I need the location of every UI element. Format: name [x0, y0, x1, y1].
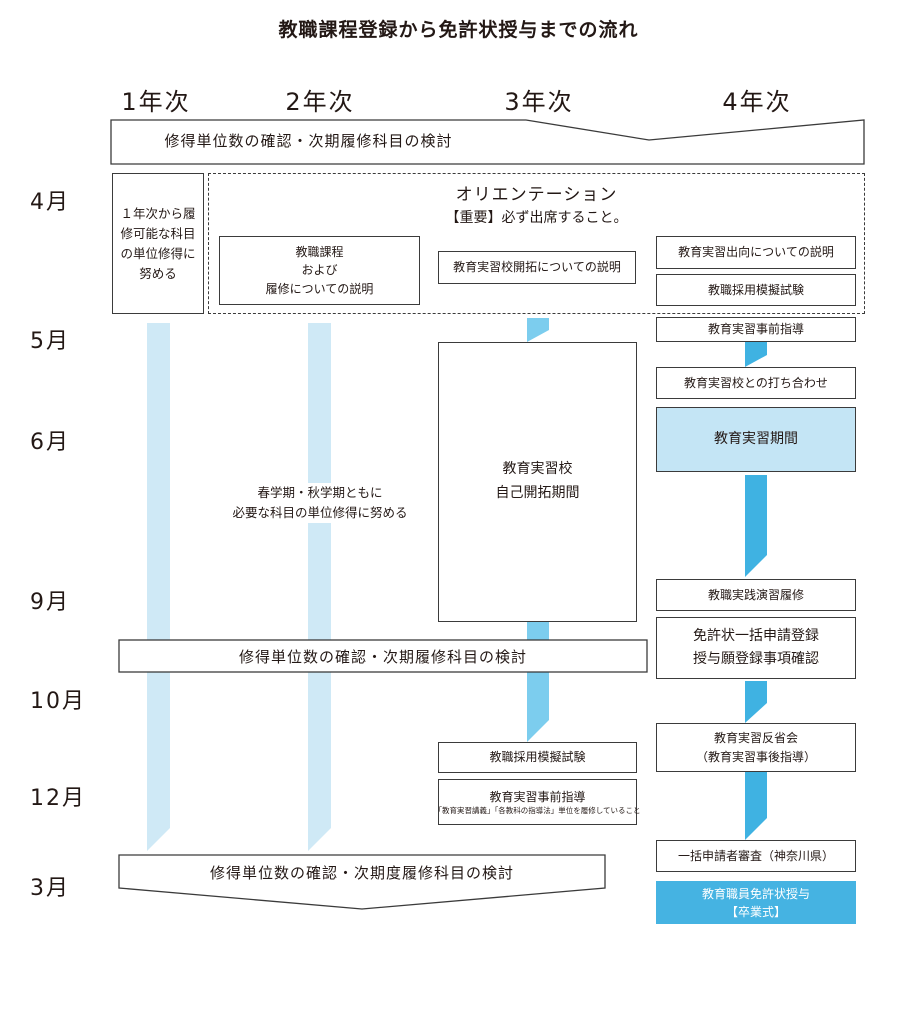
year4-arrow-3 [745, 681, 767, 723]
month-label-may: 5月 [30, 329, 70, 354]
year4-screening-box: 一括申請者審査（神奈川県） [656, 840, 856, 872]
band-bottom-shape [118, 854, 606, 910]
year-header-1: 1年次 [121, 88, 191, 116]
month-label-dec: 12月 [30, 786, 86, 811]
year4-practice-seminar-box: 教職実践演習履修 [656, 579, 856, 611]
year4-license-award-box: 教育職員免許状授与 【卒業式】 [656, 881, 856, 924]
year4-arrow-4 [745, 772, 767, 840]
year2-course-guidance-box: 教職課程 および 履修についての説明 [219, 236, 420, 305]
year4-arrow-1 [745, 342, 767, 367]
orientation-heading: オリエンテーション [455, 185, 618, 205]
year2-arrow [308, 323, 331, 851]
month-label-apr: 4月 [30, 190, 70, 215]
year4-training-period-box: 教育実習期間 [656, 407, 856, 472]
year2-credit-note: 春学期・秋学期ともに 必要な科目の単位修得に努める [205, 483, 435, 523]
year4-dispatch-guidance-box: 教育実習出向についての説明 [656, 236, 856, 269]
band-top-shape [110, 119, 865, 165]
orientation-note: 【重要】必ず出席すること。 [445, 210, 628, 226]
year4-mock-exam-box: 教職採用模擬試験 [656, 274, 856, 306]
year4-pre-training-box: 教育実習事前指導 [656, 317, 856, 342]
year3-arrow-1 [527, 318, 549, 342]
year3-self-search-period-box: 教育実習校 自己開拓期間 [438, 342, 637, 622]
year4-reflection-box: 教育実習反省会 （教育実習事後指導） [656, 723, 856, 772]
page-title: 教職課程登録から免許状授与までの流れ [278, 19, 639, 41]
orientation-frame [208, 173, 865, 314]
month-label-jun: 6月 [30, 430, 70, 455]
year3-pre-training-note: 「教育実習講義」「各教科の指導法」単位を履修していること [434, 806, 641, 816]
band-bottom-text: 修得単位数の確認・次期度履修科目の検討 [209, 864, 514, 882]
year4-arrow-2 [745, 475, 767, 577]
band-middle-shape [118, 639, 648, 673]
year3-school-search-guidance-box: 教育実習校開拓についての説明 [438, 251, 636, 284]
year3-pre-training-box: 教育実習事前指導 「教育実習講義」「各教科の指導法」単位を履修していること [434, 779, 641, 825]
year-header-4: 4年次 [722, 88, 792, 116]
month-label-mar: 3月 [30, 876, 70, 901]
month-label-sep: 9月 [30, 590, 70, 615]
year4-license-application-box: 免許状一括申請登録 授与願登録事項確認 [656, 617, 856, 679]
month-label-oct: 10月 [30, 689, 86, 714]
band-top-text: 修得単位数の確認・次期履修科目の検討 [164, 132, 453, 150]
year4-school-meeting-box: 教育実習校との打ち合わせ [656, 367, 856, 399]
year-header-3: 3年次 [504, 88, 574, 116]
year1-arrow [147, 323, 170, 851]
year-header-2: 2年次 [285, 88, 355, 116]
band-middle-text: 修得単位数の確認・次期履修科目の検討 [238, 648, 527, 666]
year3-pre-training-title: 教育実習事前指導 [489, 790, 586, 805]
year1-credit-box: １年次から履 修可能な科目 の単位修得に 努める [112, 173, 204, 314]
year3-mock-exam-box: 教職採用模擬試験 [438, 742, 637, 773]
